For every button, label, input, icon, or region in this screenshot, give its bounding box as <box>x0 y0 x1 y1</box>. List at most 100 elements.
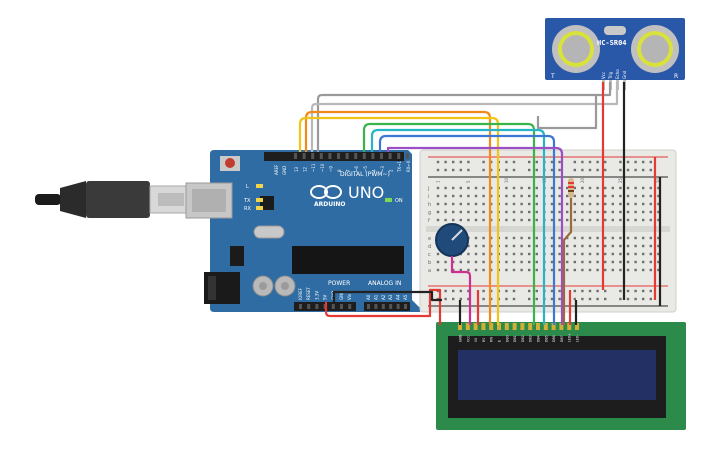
digital-pin-label: RX←0 <box>406 160 411 172</box>
lcd-pin <box>567 323 572 330</box>
lcd-pin-label: E <box>498 340 502 342</box>
lcd-pin <box>559 323 564 330</box>
usb-cable <box>35 181 191 218</box>
atmega-chip <box>292 246 404 274</box>
lcd-pin-label: GND <box>459 334 463 342</box>
lcd-pin-label: DB3 <box>529 335 533 342</box>
digital-pin-label: ~11 <box>311 163 316 172</box>
regulator <box>230 246 244 266</box>
lcd-pin <box>536 323 540 330</box>
sensor-t-mark: T <box>550 73 555 80</box>
led-rx-label: RX <box>244 206 251 212</box>
wire-green <box>362 122 536 325</box>
wire-trig <box>316 82 612 152</box>
wire-echo <box>310 82 619 152</box>
sensor-pins <box>602 80 626 90</box>
column-number: 20 <box>580 177 585 183</box>
arduino-brand-label: ARDUINO <box>314 201 345 208</box>
digital-pin-label: TX→1 <box>397 160 402 173</box>
power-pin-label: RESET <box>306 287 311 300</box>
gnd-label: GND <box>282 166 287 175</box>
lcd-pin <box>481 323 486 330</box>
row-letter: i <box>428 194 429 200</box>
wire-yellow <box>298 116 500 325</box>
column-number: 10 <box>504 177 509 183</box>
digital-pin-label: 8 <box>337 169 342 172</box>
lcd-pin <box>504 323 509 330</box>
potentiometer <box>435 223 469 257</box>
breadboard-channel <box>426 226 670 232</box>
row-letter: c <box>428 252 431 258</box>
led-l <box>256 184 263 188</box>
sensor-r-mark: R <box>674 73 678 80</box>
lcd-pin <box>551 323 556 330</box>
column-number: 1 <box>436 180 441 183</box>
power-pin-label: GND <box>339 291 344 300</box>
column-number: 5 <box>466 180 471 183</box>
column-number: 30 <box>656 177 661 183</box>
analog-pin-label: A0 <box>366 294 371 300</box>
digital-header-label: DIGITAL (PWM~) <box>340 171 390 178</box>
led-l-label: L <box>246 184 249 190</box>
led-tx-label: TX <box>243 198 251 204</box>
analog-label: ANALOG IN <box>368 280 401 287</box>
power-pin-label: Vin <box>347 293 352 300</box>
digital-pin-label: ~5 <box>363 166 368 172</box>
on-label: ON <box>395 198 403 204</box>
sensor-pin-label: Echo <box>615 69 620 79</box>
aref-label: AREF <box>274 164 279 175</box>
lcd-pin-label: DB5 <box>544 335 548 342</box>
resistor <box>568 178 574 198</box>
led-on <box>385 198 392 202</box>
usb-chip <box>260 196 274 210</box>
crystal <box>253 225 285 239</box>
lcd-screen <box>458 350 656 400</box>
analog-pin-label: A4 <box>396 294 401 300</box>
row-letter: j <box>427 186 429 192</box>
lcd-pin <box>465 323 470 330</box>
lcd-pin-label: V0 <box>474 338 478 342</box>
row-letter: b <box>428 260 431 266</box>
row-letter: g <box>428 210 431 216</box>
lcd-pin-label: DB4 <box>537 335 541 342</box>
wire-cyan <box>370 128 546 325</box>
lcd-pin-label: DB2 <box>521 335 525 342</box>
digital-pin-label: ~9 <box>328 166 333 172</box>
digital-pin-label: 4 <box>371 169 376 172</box>
sensor-model-label: HC-SR04 <box>597 39 627 47</box>
wire-gnd <box>332 290 442 302</box>
row-letter: d <box>428 244 431 250</box>
wire-purple <box>386 146 564 325</box>
digital-pin-label: ~3 <box>380 166 385 172</box>
row-letter: h <box>428 202 431 208</box>
wire-5v <box>324 288 442 325</box>
row-letter: f <box>428 218 430 224</box>
power-pin-label: IOREF <box>298 287 303 300</box>
arduino-logo-icon <box>310 185 328 199</box>
analog-pin-label: A2 <box>381 294 386 300</box>
power-pin-label: 3.3V <box>314 291 319 300</box>
lcd-pin-label: RW <box>490 336 494 342</box>
sensor-pin-label: Trig <box>608 71 613 80</box>
lcd-pin <box>473 323 478 330</box>
led-rx <box>256 206 263 210</box>
arduino-uno-board: ARDUINO UNO DIGITAL (PWM~) POWER ANALOG … <box>185 150 420 312</box>
lcd-pin-label: DB6 <box>552 335 556 342</box>
lcd-pin <box>520 323 525 330</box>
lcd-pin <box>489 323 494 330</box>
analog-pin-label: A5 <box>403 294 408 300</box>
power-label: POWER <box>328 280 350 287</box>
row-letter: a <box>428 268 431 274</box>
lcd-pin-label: DB1 <box>513 335 517 342</box>
wire-blue <box>378 134 556 325</box>
sensor-pin-label: Gnd <box>622 70 627 79</box>
lcd-pin-label: LED+ <box>568 333 572 342</box>
